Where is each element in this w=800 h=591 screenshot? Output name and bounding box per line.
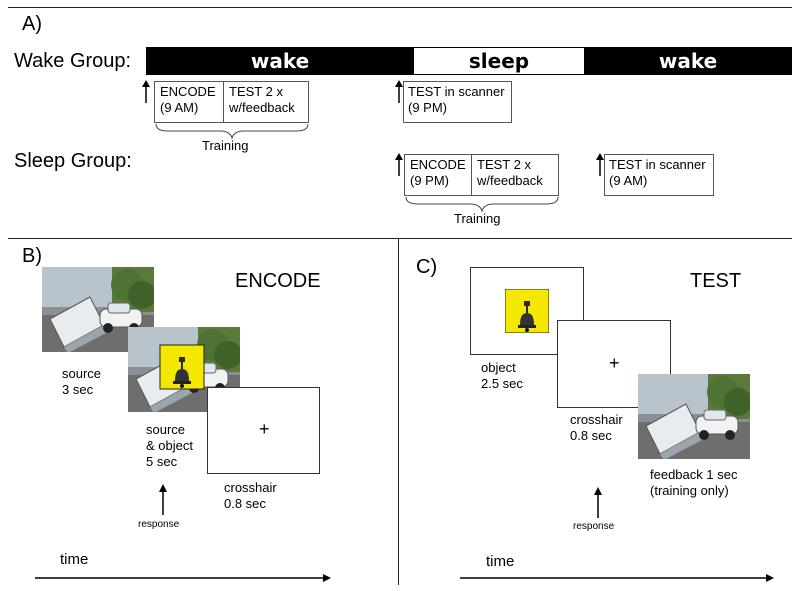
sleep-training-label: Training [454, 211, 501, 226]
source-object-caption: source & object 5 sec [146, 422, 193, 469]
test-title: TEST [690, 270, 742, 292]
wake-group-label: Wake Group: [14, 50, 132, 72]
sleep-training-brace [405, 196, 559, 213]
test-time-label: time [486, 553, 515, 570]
sleep-encode-arrow-icon [395, 153, 403, 176]
test-crosshair-caption: crosshair 0.8 sec [570, 412, 623, 443]
test-response-arrow-icon [594, 487, 602, 518]
encode-time-label: time [60, 551, 89, 568]
panel-a-label: A) [22, 13, 42, 35]
bell-object-icon [505, 289, 549, 333]
middle-rule [8, 238, 792, 239]
feedback-image [638, 374, 750, 459]
panel-b-label: B) [22, 245, 42, 267]
encode-crosshair-frame: + [207, 387, 320, 474]
test-crosshair-symbol: + [609, 353, 620, 373]
timeline-wake-2: wake [584, 47, 792, 75]
encode-title: ENCODE [235, 270, 321, 292]
timeline-wake-1: wake [146, 47, 414, 75]
object-caption: object 2.5 sec [481, 360, 523, 391]
encode-response-arrow-icon [159, 484, 167, 515]
encode-time-arrow-icon [35, 574, 331, 582]
test-response-label: response [573, 521, 615, 532]
wake-scanner-label: TEST in scanner (9 PM) [408, 84, 505, 115]
source-caption: source 3 sec [62, 366, 102, 397]
encode-crosshair-symbol: + [259, 419, 270, 439]
sleep-training-box: ENCODE (9 PM) TEST 2 x w/feedback [404, 154, 559, 196]
wake-training-label: Training [202, 138, 249, 153]
wake-encode-arrow-icon [142, 80, 150, 103]
sleep-group-label: Sleep Group: [14, 150, 132, 172]
timeline-sleep: sleep [413, 47, 585, 75]
wake-training-brace [155, 123, 309, 140]
source-object-image [128, 327, 240, 412]
top-rule [8, 7, 792, 8]
wake-scanner-box: TEST in scanner (9 PM) [403, 81, 512, 123]
sleep-encode-label: ENCODE (9 PM) [410, 157, 466, 188]
panel-divider [398, 239, 399, 585]
panel-c-label: C) [416, 256, 438, 278]
wake-encode-label: ENCODE (9 AM) [160, 84, 216, 115]
wake-test-feedback-label: TEST 2 x w/feedback [229, 84, 295, 115]
test-time-arrow-icon [460, 574, 774, 582]
sleep-test-feedback-label: TEST 2 x w/feedback [477, 157, 543, 188]
sleep-scanner-label: TEST in scanner (9 AM) [609, 157, 706, 188]
wake-scanner-arrow-icon [395, 80, 403, 103]
sleep-scanner-arrow-icon [596, 153, 604, 176]
feedback-caption: feedback 1 sec (training only) [650, 467, 738, 498]
encode-response-label: response [138, 519, 180, 530]
encode-crosshair-caption: crosshair 0.8 sec [224, 480, 277, 511]
sleep-scanner-box: TEST in scanner (9 AM) [604, 154, 714, 196]
wake-training-box: ENCODE (9 AM) TEST 2 x w/feedback [154, 81, 309, 123]
